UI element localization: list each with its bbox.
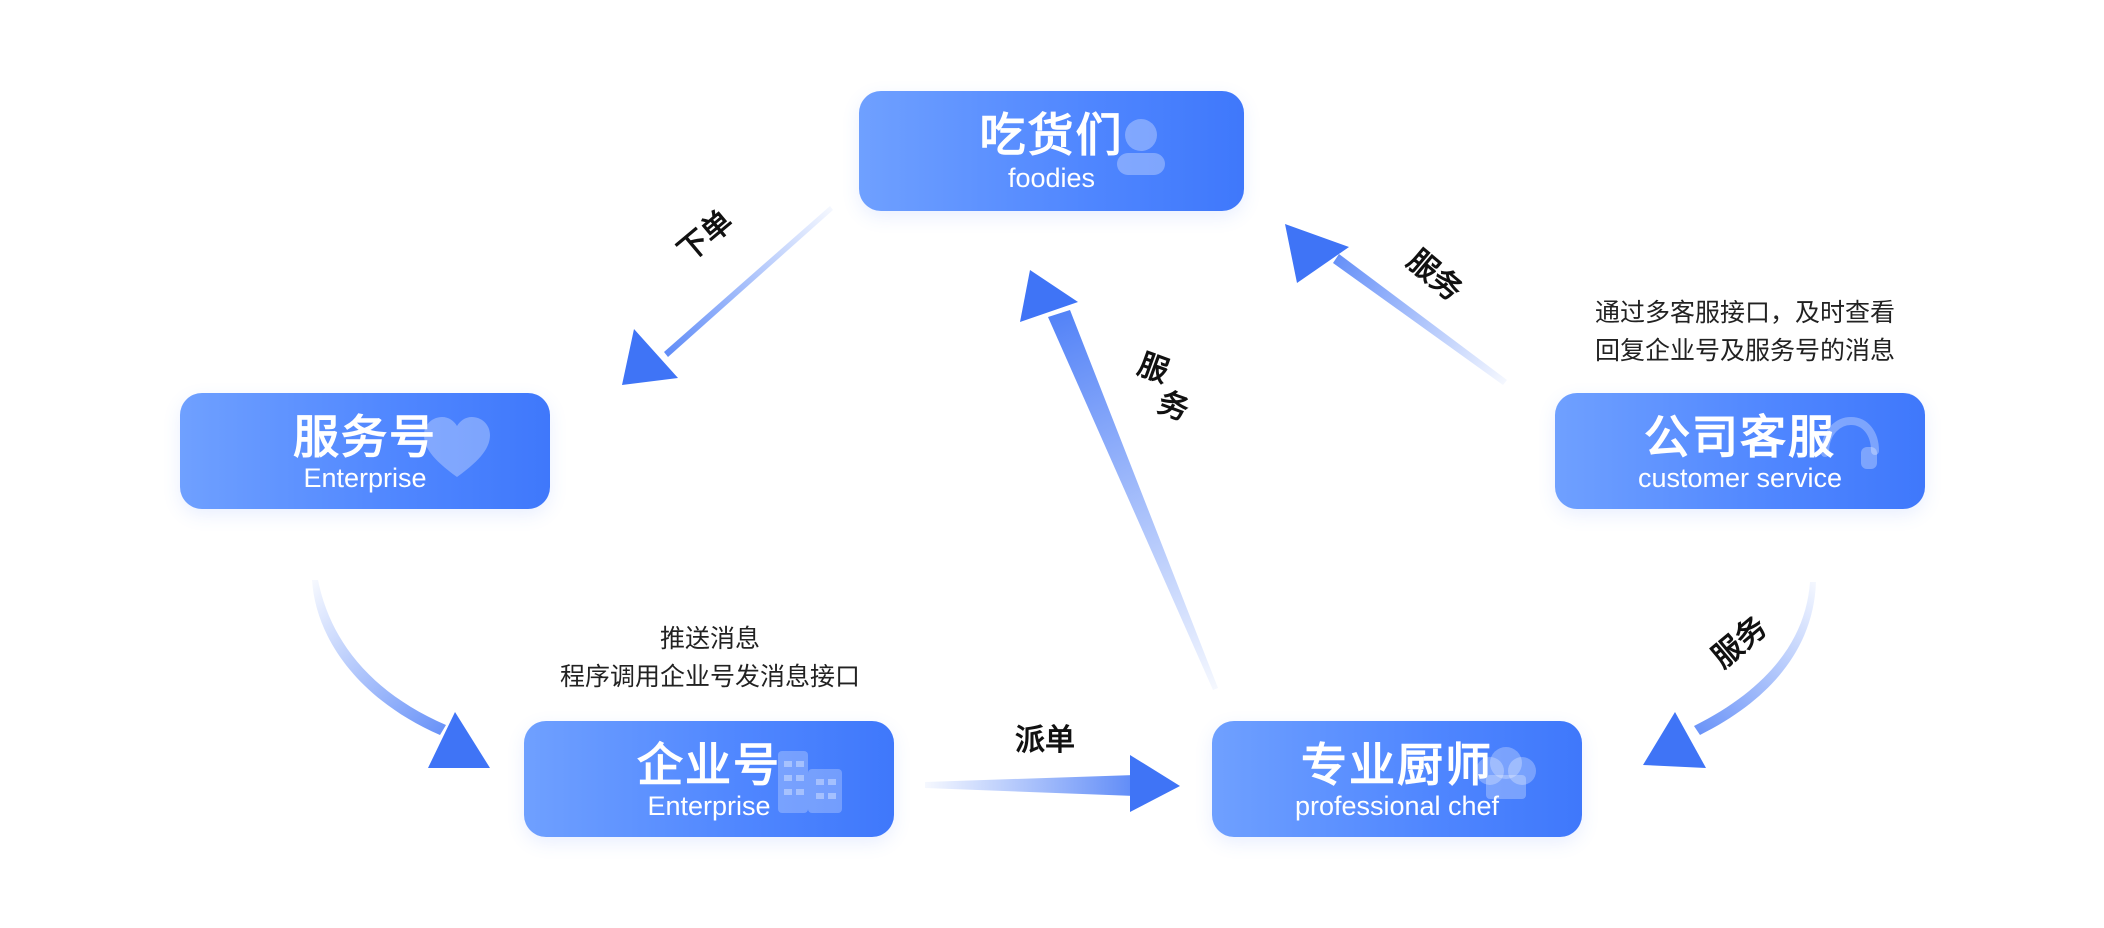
label-dispatch: 派单: [1015, 723, 1075, 758]
building-icon: [778, 751, 842, 813]
node-subtitle: foodies: [1007, 163, 1096, 193]
arrow-service-account-to-enterprise: [312, 580, 490, 768]
node-title: 服务号: [293, 410, 437, 464]
arrow-foodies-to-service-account: [622, 206, 833, 385]
node-customer-service[interactable]: 公司客服 customer service: [1555, 393, 1925, 509]
chef-hat-icon: [1476, 747, 1536, 799]
arrow-chef-to-foodies: [1020, 270, 1218, 690]
note-customer-service: 通过多客服接口，及时查看 回复企业号及服务号的消息: [1560, 294, 1930, 370]
heart-icon: [424, 417, 490, 477]
node-subtitle: customer service: [1637, 463, 1843, 493]
note-line: 通过多客服接口，及时查看: [1594, 298, 1895, 327]
node-chef[interactable]: 专业厨师 professional chef: [1212, 721, 1582, 837]
arrow-enterprise-to-chef: [925, 755, 1180, 812]
node-title: 公司客服: [1644, 410, 1836, 464]
node-title: 吃货们: [979, 108, 1124, 162]
node-title: 专业厨师: [1301, 738, 1493, 792]
node-enterprise-account[interactable]: 企业号 Enterprise: [524, 721, 894, 837]
note-line: 程序调用企业号发消息接口: [559, 662, 860, 691]
arrow-customer-service-to-foodies: [1285, 224, 1507, 385]
person-icon: [1117, 119, 1165, 175]
node-subtitle: Enterprise: [303, 463, 427, 493]
arrow-customer-service-to-chef: [1643, 582, 1816, 768]
node-title: 企业号: [637, 738, 781, 792]
note-line: 回复企业号及服务号的消息: [1594, 336, 1895, 365]
node-service-account[interactable]: 服务号 Enterprise: [180, 393, 550, 509]
node-foodies[interactable]: 吃货们 foodies: [859, 91, 1244, 211]
note-push-message: 推送消息 程序调用企业号发消息接口: [505, 620, 915, 696]
node-subtitle: Enterprise: [647, 791, 771, 821]
node-subtitle: professional chef: [1294, 791, 1500, 821]
headset-icon: [1821, 416, 1879, 469]
note-line: 推送消息: [659, 624, 760, 653]
